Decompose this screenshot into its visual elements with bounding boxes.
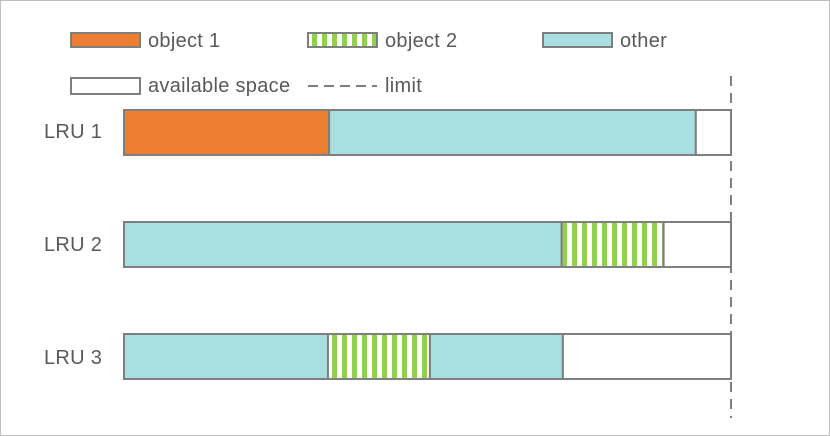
segment-available (694, 109, 733, 156)
segment-other (123, 221, 563, 268)
lru-bar (123, 333, 733, 380)
legend-label-other: other (620, 30, 667, 52)
lru-bar (123, 221, 732, 268)
segment-other (428, 333, 564, 380)
row-label: LRU 2 (44, 234, 102, 256)
legend-item-limit: limit (308, 75, 422, 97)
legend-label-object2: object 2 (385, 30, 457, 52)
legend-item-object1: object 1 (70, 30, 220, 52)
segment-available (561, 333, 733, 380)
segment-other (123, 333, 329, 380)
legend-swatch-other (542, 32, 613, 48)
segment-other (328, 109, 697, 156)
segment-object2 (560, 221, 665, 268)
lru-row-1: LRU 1 (44, 109, 733, 156)
legend-label-available: available space (148, 75, 290, 97)
legend-item-object2: object 2 (307, 30, 457, 52)
lru-row-3: LRU 3 (44, 333, 733, 380)
legend-item-available: available space (70, 75, 290, 97)
legend-label-object1: object 1 (148, 30, 220, 52)
lru-row-2: LRU 2 (44, 221, 732, 268)
legend-item-other: other (542, 30, 667, 52)
row-label: LRU 3 (44, 347, 102, 369)
legend: object 1 object 2 other available space … (70, 30, 667, 97)
legend-swatch-available (70, 77, 141, 95)
segment-available (662, 221, 732, 268)
legend-swatch-object1 (70, 32, 141, 48)
legend-label-limit: limit (385, 75, 422, 97)
legend-swatch-object2 (307, 32, 378, 48)
segment-object1 (123, 109, 331, 156)
segment-object2 (326, 333, 431, 380)
row-label: LRU 1 (44, 121, 102, 143)
lru-bar (123, 109, 733, 156)
